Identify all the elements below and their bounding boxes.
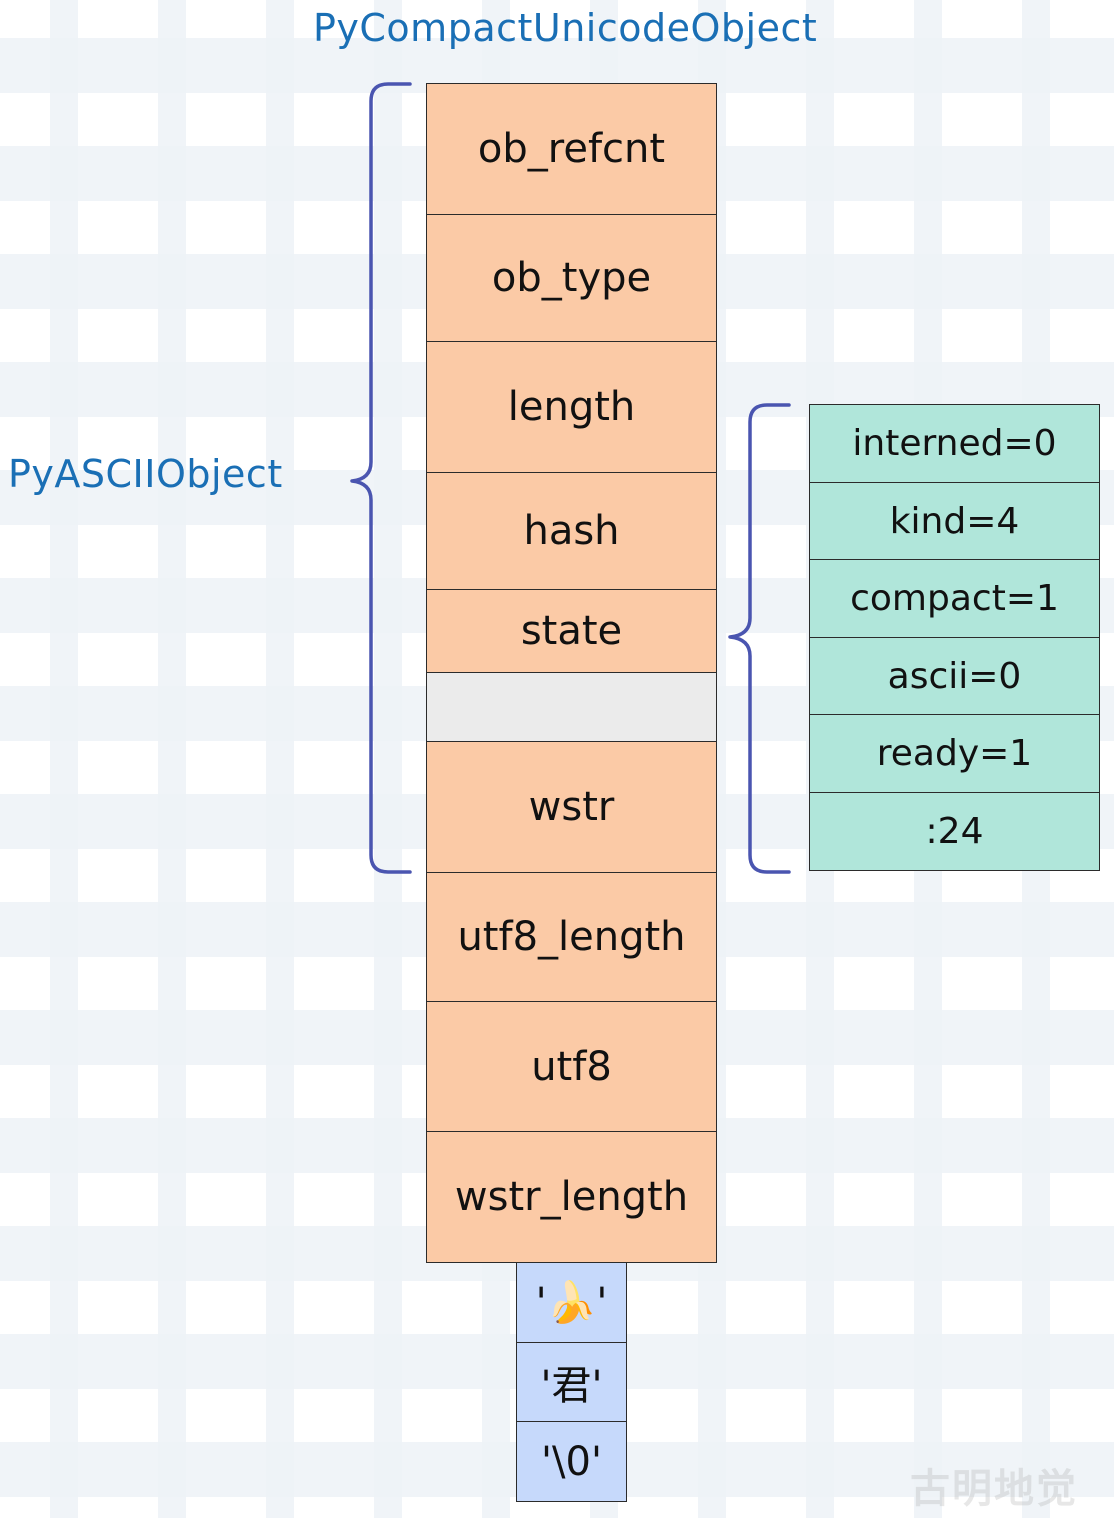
field-utf8-length: utf8_length [426, 871, 717, 1003]
field-wstr: wstr [426, 741, 717, 873]
char-null-terminator: '\0' [516, 1421, 627, 1502]
state-padding-bits: :24 [809, 791, 1100, 871]
field-utf8: utf8 [426, 1001, 717, 1132]
state-kind: kind=4 [809, 481, 1100, 561]
state-brace [728, 403, 791, 874]
state-bitfields: interned=0 kind=4 compact=1 ascii=0 read… [809, 404, 1100, 871]
label-pyasciiobject: PyASCIIObject [8, 452, 283, 496]
character-array: '🍌' '君' '\0' [516, 1262, 627, 1502]
state-compact: compact=1 [809, 559, 1100, 638]
char-banana: '🍌' [516, 1262, 627, 1343]
watermark: 古明地觉 [910, 1466, 1078, 1512]
field-state: state [426, 589, 717, 673]
state-interned: interned=0 [809, 404, 1100, 483]
field-length: length [426, 341, 717, 473]
diagram-title-pycompactunicodeobject: PyCompactUnicodeObject [313, 6, 818, 50]
state-ready: ready=1 [809, 714, 1100, 793]
field-wstr-length: wstr_length [426, 1130, 717, 1263]
field-ob-type: ob_type [426, 213, 717, 343]
state-ascii: ascii=0 [809, 636, 1100, 716]
pyasciiobject-brace [350, 82, 412, 874]
char-jun: '君' [516, 1341, 627, 1423]
field-padding [426, 671, 717, 743]
field-hash: hash [426, 471, 717, 591]
pycompactunicodeobject-fields: ob_refcnt ob_type length hash state wstr… [426, 83, 717, 1263]
field-ob-refcnt: ob_refcnt [426, 83, 717, 215]
